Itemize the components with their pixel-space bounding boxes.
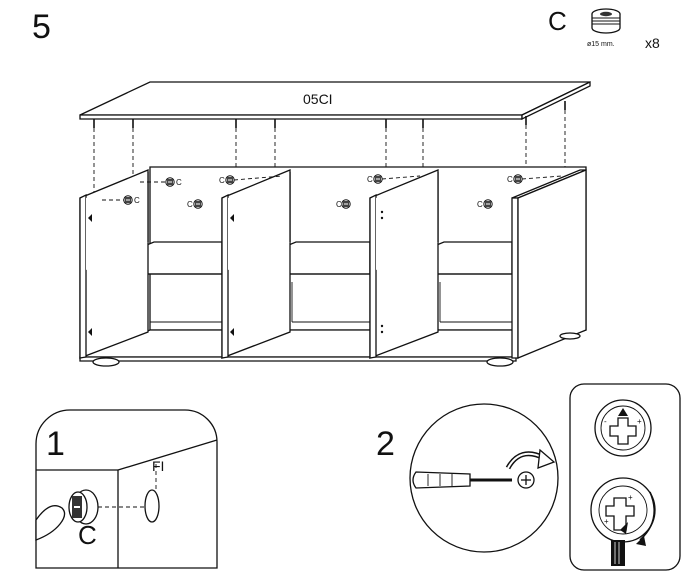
cam-locks	[102, 174, 563, 209]
svg-text:C: C	[134, 196, 140, 205]
svg-text:+: +	[637, 417, 642, 426]
detail-1-hole-label: FI	[152, 458, 164, 474]
top-board	[79, 80, 591, 121]
svg-text:C: C	[477, 200, 483, 209]
svg-text:C: C	[367, 175, 373, 184]
cam-labels: C C C C C C C C	[134, 175, 513, 209]
part-size-label: ø15 mm.	[587, 41, 615, 48]
hinge-markings	[88, 210, 384, 336]
cabinet-body	[79, 166, 587, 367]
part-quantity: x8	[645, 35, 660, 51]
svg-text:+: +	[604, 517, 609, 526]
svg-text:+: +	[628, 493, 633, 502]
detail-2-number: 2	[376, 425, 395, 463]
detail-1-part-label: C	[78, 520, 97, 550]
svg-text:C: C	[219, 176, 225, 185]
detail-1-number: 1	[46, 425, 65, 463]
screwdriver-icon	[412, 471, 535, 489]
detail-2-circle	[409, 403, 559, 553]
svg-text:C: C	[336, 200, 342, 209]
cam-lock-icon	[591, 8, 621, 34]
svg-text:C: C	[507, 175, 513, 184]
rotate-arrow-icon	[505, 448, 556, 470]
svg-text:C: C	[187, 200, 193, 209]
svg-text:-: -	[604, 417, 607, 426]
svg-text:C: C	[176, 178, 182, 187]
detail-1-frame	[35, 409, 218, 569]
step-number: 5	[32, 8, 51, 46]
part-letter: C	[548, 6, 567, 36]
cam-orientation-panel: - + + +	[569, 383, 681, 571]
board-label: 05CI	[303, 91, 333, 107]
